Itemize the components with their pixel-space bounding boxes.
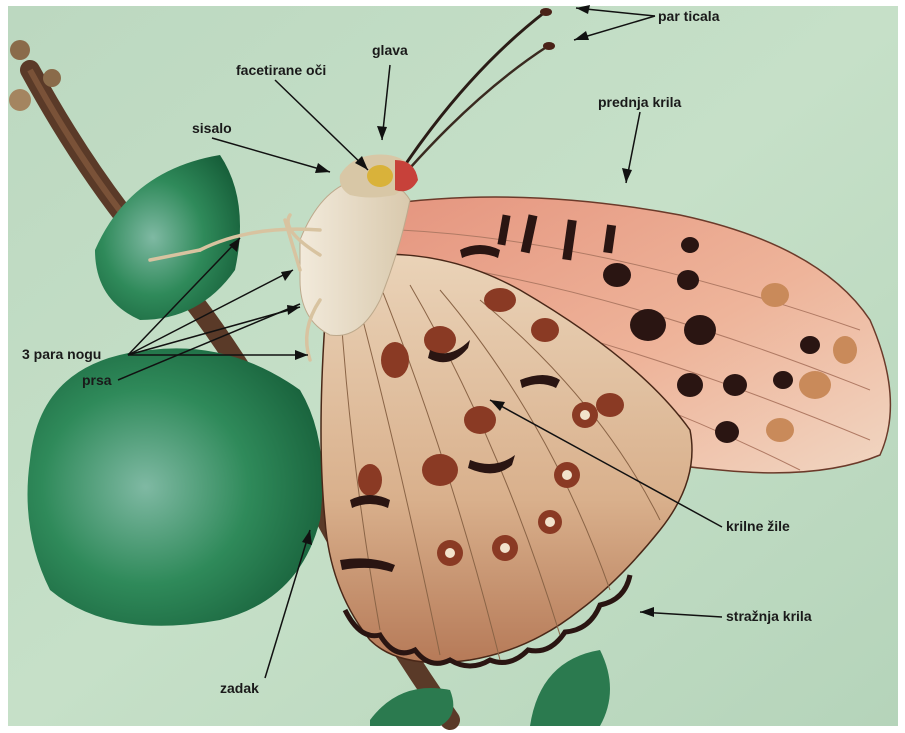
antenna-club (543, 42, 555, 50)
label-legs: 3 para nogu (22, 346, 101, 362)
bud (43, 69, 61, 87)
label-proboscis: sisalo (192, 120, 232, 136)
compound-eye (367, 165, 393, 187)
bud (10, 40, 30, 60)
leaf (28, 348, 323, 625)
label-hindwings: stražnja krila (726, 608, 812, 624)
antenna-club (540, 8, 552, 16)
label-forewings: prednja krila (598, 94, 681, 110)
label-compound-eyes: facetirane oči (236, 62, 326, 78)
bud (9, 89, 31, 111)
label-antennae: par ticala (658, 8, 719, 24)
label-wing-veins: krilne žile (726, 518, 790, 534)
label-head: glava (372, 42, 408, 58)
label-abdomen: zadak (220, 680, 259, 696)
label-thorax: prsa (82, 372, 112, 388)
